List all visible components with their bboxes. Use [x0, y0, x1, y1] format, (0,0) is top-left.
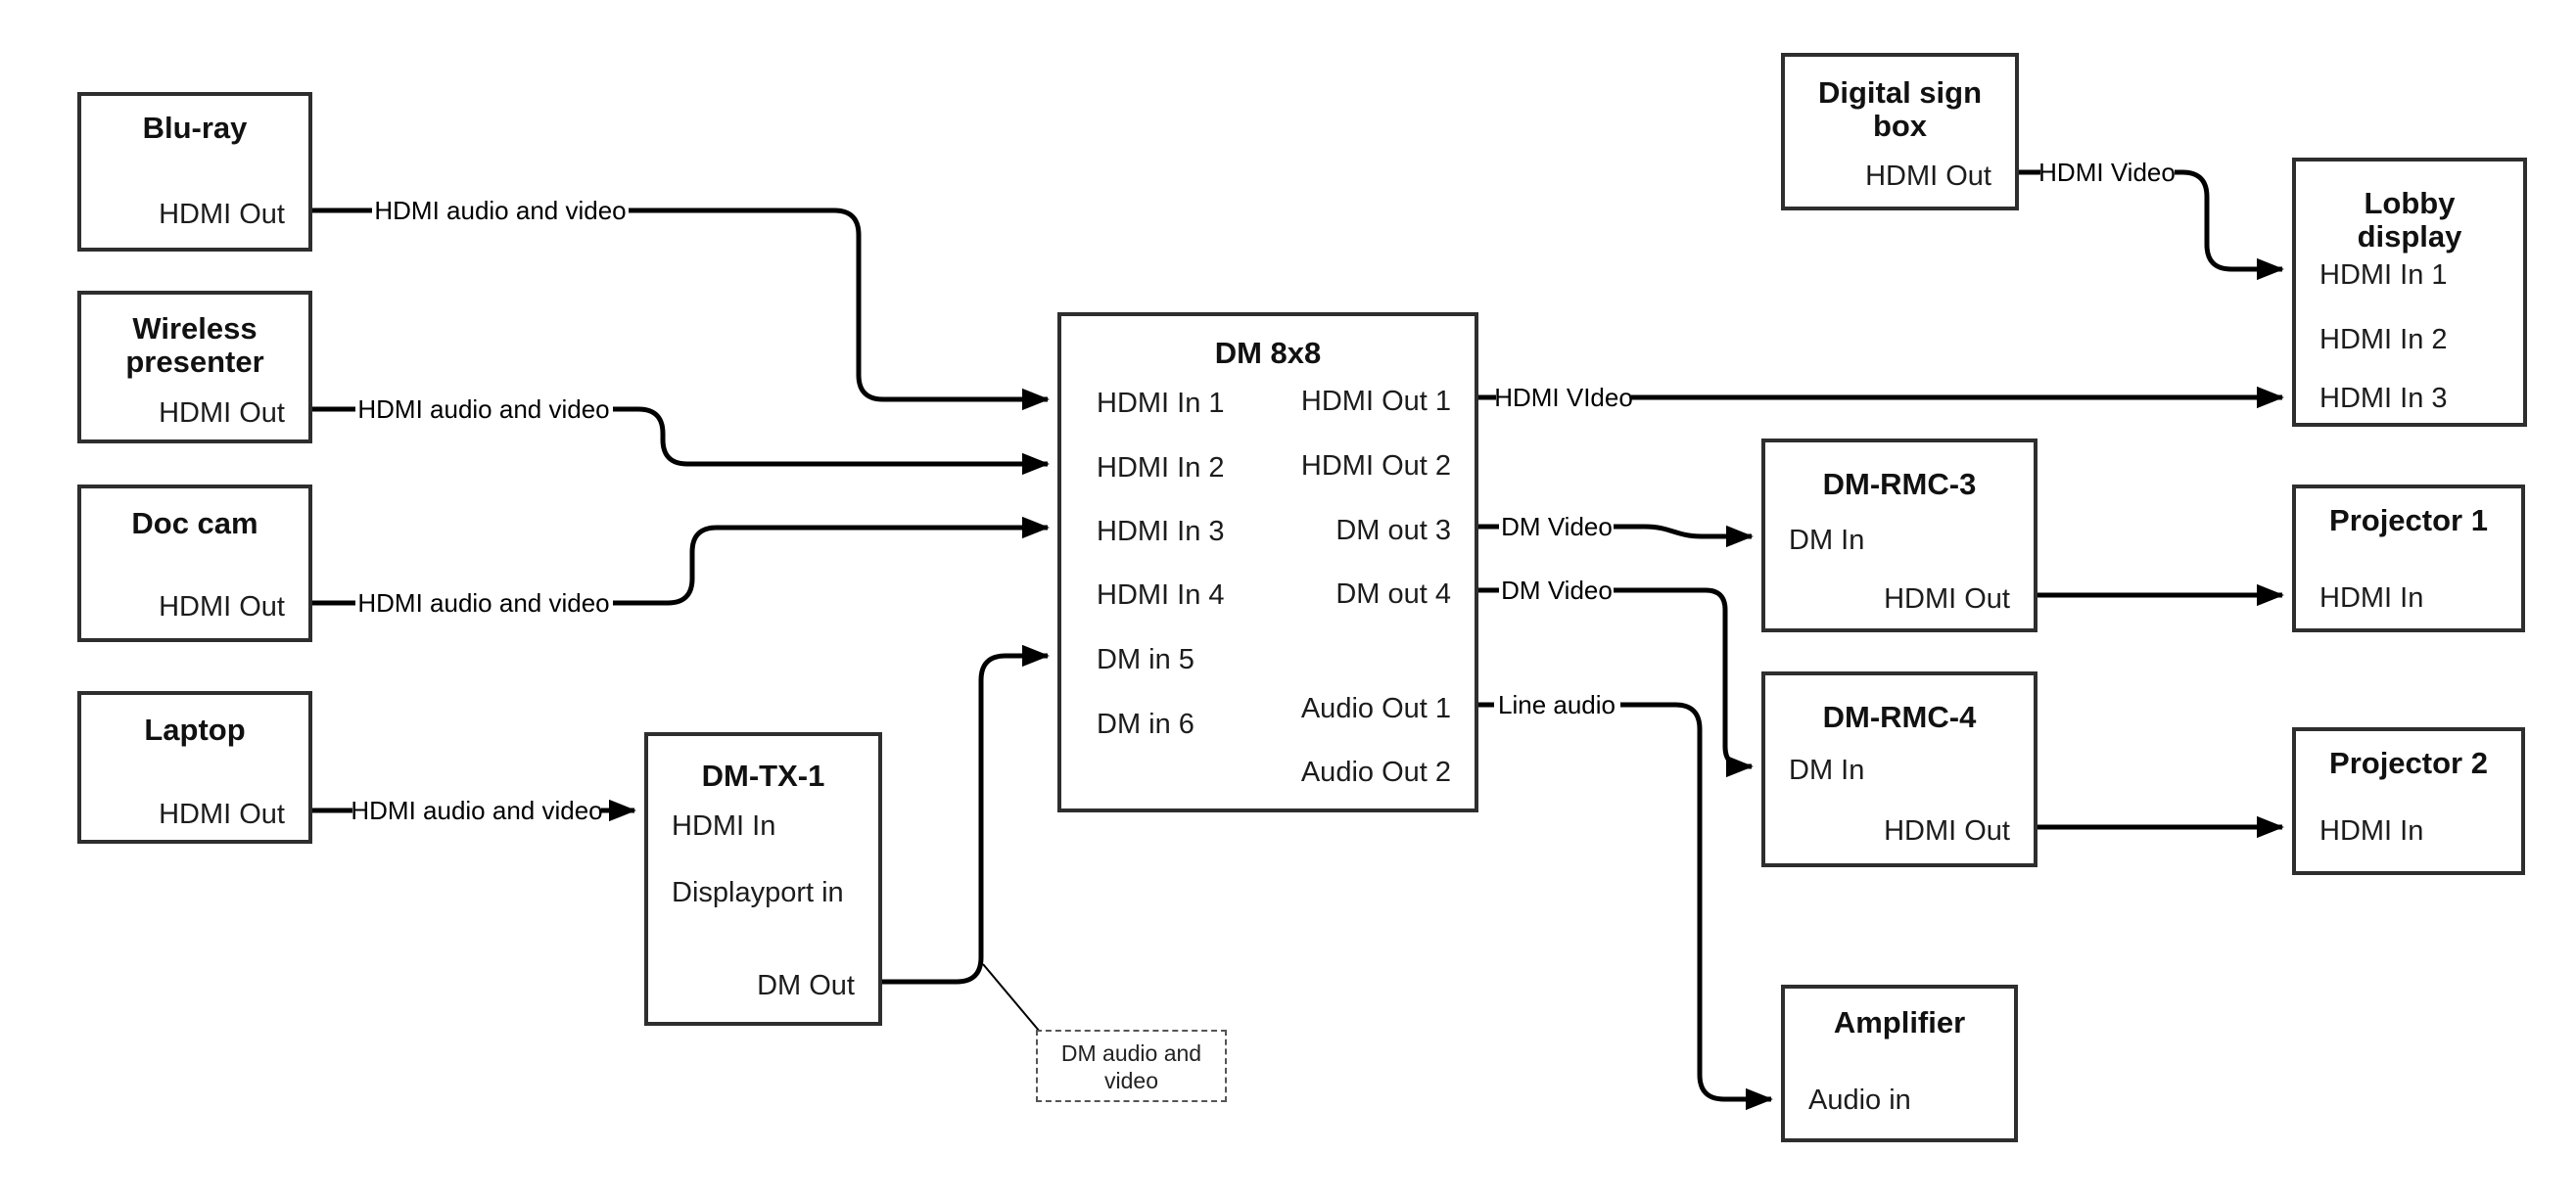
port-lobby-hdmi-in-3: HDMI In 3 [2319, 383, 2448, 414]
wire-label-bluray: HDMI audio and video [374, 196, 626, 225]
node-projector-2-title: Projector 2 [2329, 746, 2488, 780]
node-digital-sign-title-line1: Digital sign [1817, 75, 1983, 110]
wire-wireless-to-dm8x8-in2 [613, 406, 1050, 476]
wire-label-dm-video-out3: DM Video [1501, 512, 1613, 541]
node-doc-cam: Doc cam HDMI Out [77, 485, 312, 642]
wire-dmtx1-to-dm8x8-in5 [882, 644, 1050, 985]
port-dmtx1-displayport-in: Displayport in [672, 877, 844, 908]
port-rmc3-hdmi-out: HDMI Out [1884, 583, 2010, 615]
node-projector-2: Projector 2 HDMI In [2292, 727, 2525, 875]
wire-label-hdmi-video-out1: HDMI VIdeo [1494, 383, 1633, 412]
node-amplifier-title: Amplifier [1833, 1005, 1966, 1039]
node-dm-rmc-4-title: DM-RMC-4 [1822, 700, 1977, 734]
node-doc-cam-title: Doc cam [131, 506, 258, 540]
wire-label-laptop: HDMI audio and video [351, 796, 602, 825]
node-lobby-display: Lobby display HDMI In 1 HDMI In 2 HDMI I… [2292, 158, 2527, 427]
port-wireless-hdmi-out: HDMI Out [159, 397, 285, 429]
node-amplifier: Amplifier Audio in [1781, 985, 2018, 1142]
port-proj1-hdmi-in: HDMI In [2319, 582, 2424, 614]
port-doccam-hdmi-out: HDMI Out [159, 591, 285, 623]
node-blu-ray-title: Blu-ray [142, 111, 248, 145]
node-lobby-title-line1: Lobby [2364, 186, 2456, 220]
port-lobby-hdmi-in-1: HDMI In 1 [2319, 259, 2448, 291]
port-dm8x8-dm-out-4: DM out 4 [1335, 578, 1451, 610]
node-laptop-title: Laptop [144, 713, 246, 747]
port-dm8x8-hdmi-in-3: HDMI In 3 [1097, 516, 1225, 547]
node-dm-tx-1: DM-TX-1 HDMI In Displayport in DM Out [644, 732, 882, 1026]
note-dm-audio-and-video: DM audio and video [1036, 1030, 1227, 1102]
port-dm8x8-hdmi-out-1: HDMI Out 1 [1300, 386, 1451, 417]
node-wireless-title-line1: Wireless [132, 311, 258, 346]
wire-doccam-to-dm8x8-in3 [613, 516, 1050, 606]
port-proj2-hdmi-in: HDMI In [2319, 815, 2424, 847]
port-dm8x8-dm-in-5: DM in 5 [1097, 644, 1194, 675]
port-dm8x8-dm-in-6: DM in 6 [1097, 709, 1194, 740]
port-amplifier-audio-in: Audio in [1808, 1085, 1911, 1116]
port-dm8x8-dm-out-3: DM out 3 [1335, 515, 1451, 546]
node-dm-8x8: DM 8x8 HDMI In 1 HDMI In 2 HDMI In 3 HDM… [1057, 312, 1478, 812]
node-dm-tx-1-title: DM-TX-1 [701, 759, 825, 793]
wire-label-hdmi-video-sign: HDMI Video [2038, 158, 2176, 187]
note-callout-line [982, 963, 1041, 1033]
node-dm-rmc-3-title: DM-RMC-3 [1822, 467, 1977, 501]
wire-label-wireless: HDMI audio and video [357, 394, 609, 424]
port-rmc3-dm-in: DM In [1789, 525, 1865, 556]
node-projector-1-title: Projector 1 [2329, 503, 2488, 537]
wire-bluray-to-dm8x8-in1 [629, 208, 1050, 411]
port-rmc4-dm-in: DM In [1789, 755, 1865, 786]
node-dm-rmc-3: DM-RMC-3 DM In HDMI Out [1761, 439, 2037, 632]
wire-out4-to-rmc4 [1614, 587, 1754, 778]
port-dmtx1-dm-out: DM Out [757, 970, 855, 1001]
wire-label-dm-video-out4: DM Video [1501, 576, 1613, 605]
node-lobby-title-line2: display [2357, 219, 2462, 254]
node-wireless-title-line2: presenter [125, 345, 264, 379]
wire-out3-to-rmc3 [1614, 524, 1754, 548]
node-laptop: Laptop HDMI Out [77, 691, 312, 844]
port-bluray-hdmi-out: HDMI Out [159, 199, 285, 230]
port-dm8x8-hdmi-in-2: HDMI In 2 [1097, 452, 1225, 484]
port-dm8x8-hdmi-out-2: HDMI Out 2 [1300, 450, 1451, 482]
node-projector-1: Projector 1 HDMI In [2292, 485, 2525, 632]
node-digital-sign-title-line2: box [1872, 109, 1928, 143]
node-dm-rmc-4: DM-RMC-4 DM In HDMI Out [1761, 671, 2037, 867]
port-dmtx1-hdmi-in: HDMI In [672, 810, 776, 842]
port-dm8x8-hdmi-in-1: HDMI In 1 [1097, 388, 1225, 419]
port-laptop-hdmi-out: HDMI Out [159, 799, 285, 830]
wire-audio1-to-amplifier [1620, 702, 1773, 1111]
port-digital-sign-hdmi-out: HDMI Out [1865, 161, 1991, 192]
node-digital-sign-box: Digital sign box HDMI Out [1781, 53, 2019, 210]
note-line2: video [1104, 1068, 1158, 1093]
port-dm8x8-audio-out-1: Audio Out 1 [1300, 693, 1451, 724]
port-lobby-hdmi-in-2: HDMI In 2 [2319, 324, 2448, 355]
note-line1: DM audio and [1060, 1040, 1202, 1066]
wire-sign-to-lobby-in1 [2175, 169, 2284, 281]
port-rmc4-hdmi-out: HDMI Out [1884, 815, 2010, 847]
node-dm-8x8-title: DM 8x8 [1214, 336, 1322, 370]
wire-label-line-audio: Line audio [1498, 690, 1616, 719]
node-wireless-presenter: Wireless presenter HDMI Out [77, 291, 312, 443]
wire-label-doccam: HDMI audio and video [357, 588, 609, 618]
port-dm8x8-hdmi-in-4: HDMI In 4 [1097, 579, 1225, 611]
port-dm8x8-audio-out-2: Audio Out 2 [1300, 757, 1451, 788]
node-blu-ray: Blu-ray HDMI Out [77, 92, 312, 252]
